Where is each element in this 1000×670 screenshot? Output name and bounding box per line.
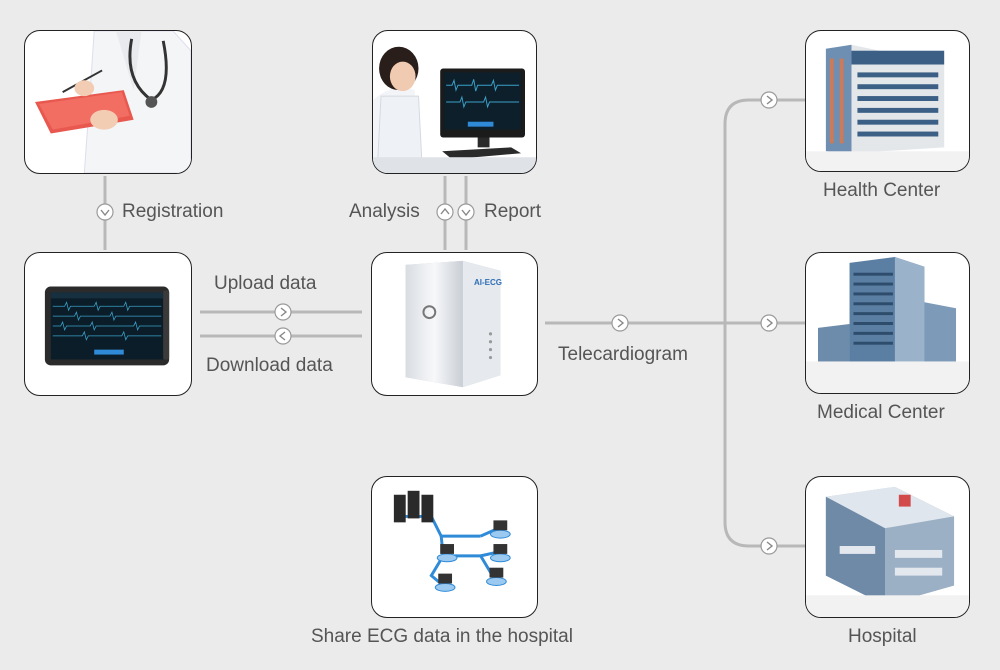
hospital-network-icon: [393, 490, 511, 592]
analyst-workstation-icon: [373, 46, 536, 173]
telecardiogram-label: Telecardiogram: [558, 344, 688, 365]
arrow-down-registration: [96, 203, 114, 221]
server-brand-text: AI-ECG: [474, 278, 502, 287]
medical-center-building-icon: [806, 256, 969, 393]
arrow-right-upload: [274, 303, 292, 321]
upload-label: Upload data: [214, 273, 317, 294]
server-card: AI-ECG: [371, 252, 538, 396]
report-label: Report: [484, 201, 542, 222]
ecg-tablet-icon: [44, 286, 170, 366]
download-label: Download data: [206, 355, 333, 376]
medical-center-card: [805, 252, 970, 394]
medical-center-label: Medical Center: [817, 402, 945, 423]
ai-ecg-server-icon: [405, 260, 501, 388]
tablet-card: [24, 252, 192, 396]
doctor-clipboard-icon: [35, 31, 191, 173]
registration-label: Registration: [122, 201, 224, 222]
health-center-card: [805, 30, 970, 172]
analysis-label: Analysis: [349, 201, 420, 222]
arrow-left-download: [274, 327, 292, 345]
arrow-down-report: [457, 203, 475, 221]
health-center-building-icon: [806, 44, 969, 171]
arrow-up-analysis: [436, 203, 454, 221]
hospital-card: [805, 476, 970, 618]
network-card: [371, 476, 538, 618]
hospital-label: Hospital: [848, 626, 917, 647]
hospital-building-icon: [806, 486, 969, 617]
arrow-right-health: [760, 91, 778, 109]
analyst-card: [372, 30, 537, 174]
share-label: Share ECG data in the hospital: [311, 626, 573, 647]
health-center-label: Health Center: [823, 180, 941, 201]
arrow-right-telecardiogram: [611, 314, 629, 332]
doctor-card: [24, 30, 192, 174]
arrow-right-medical: [760, 314, 778, 332]
arrow-right-hospital: [760, 537, 778, 555]
